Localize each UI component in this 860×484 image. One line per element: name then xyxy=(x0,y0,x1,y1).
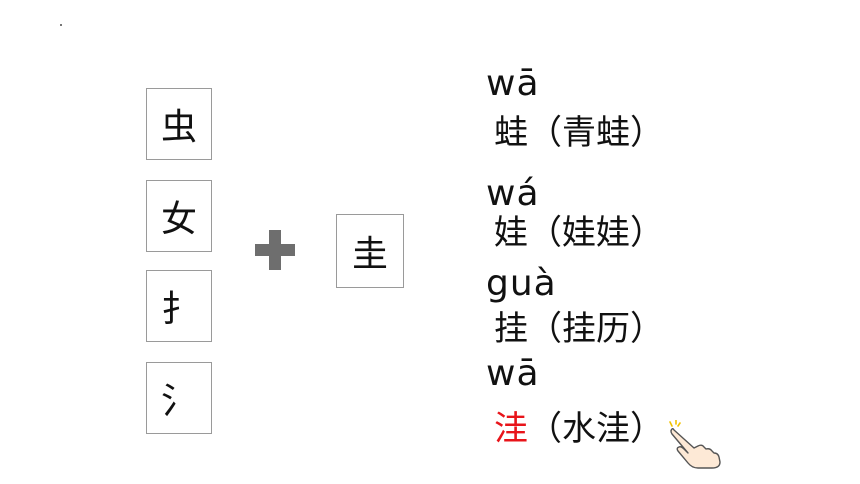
word-line: 蛙（青蛙） xyxy=(494,116,664,150)
radical-label: 扌 xyxy=(160,289,197,330)
word-line: 挂（挂历） xyxy=(494,312,664,346)
radical-box-water[interactable]: 氵 xyxy=(146,362,212,434)
radical-box-hand[interactable]: 扌 xyxy=(146,270,212,342)
base-char-box[interactable]: 圭 xyxy=(336,214,404,288)
decorative-dot xyxy=(60,24,62,26)
entry-word: （青蛙） xyxy=(528,113,664,153)
radical-label: 女 xyxy=(160,199,197,240)
pinyin-label: wā xyxy=(486,63,540,104)
entry-char: 娃 xyxy=(494,213,528,253)
base-char-label: 圭 xyxy=(351,234,388,275)
pinyin-label: wá xyxy=(486,173,540,214)
radical-label: 虫 xyxy=(160,107,197,148)
radical-label: 氵 xyxy=(160,381,197,422)
entry-word: （水洼） xyxy=(528,409,664,449)
radical-box-woman[interactable]: 女 xyxy=(146,180,212,252)
entry-word: （娃娃） xyxy=(528,213,664,253)
pinyin-label: guà xyxy=(486,263,557,304)
word-line: 洼（水洼） xyxy=(494,412,664,446)
entry-char: 蛙 xyxy=(494,113,528,153)
plus-icon xyxy=(255,230,295,270)
radical-box-insect[interactable]: 虫 xyxy=(146,88,212,160)
entry-char: 挂 xyxy=(494,309,528,349)
pinyin-label: wā xyxy=(486,353,540,394)
entry-char-highlighted: 洼 xyxy=(494,409,528,449)
word-line: 娃（娃娃） xyxy=(494,216,664,250)
entry-word: （挂历） xyxy=(528,309,664,349)
hand-pointer-icon xyxy=(669,420,721,469)
